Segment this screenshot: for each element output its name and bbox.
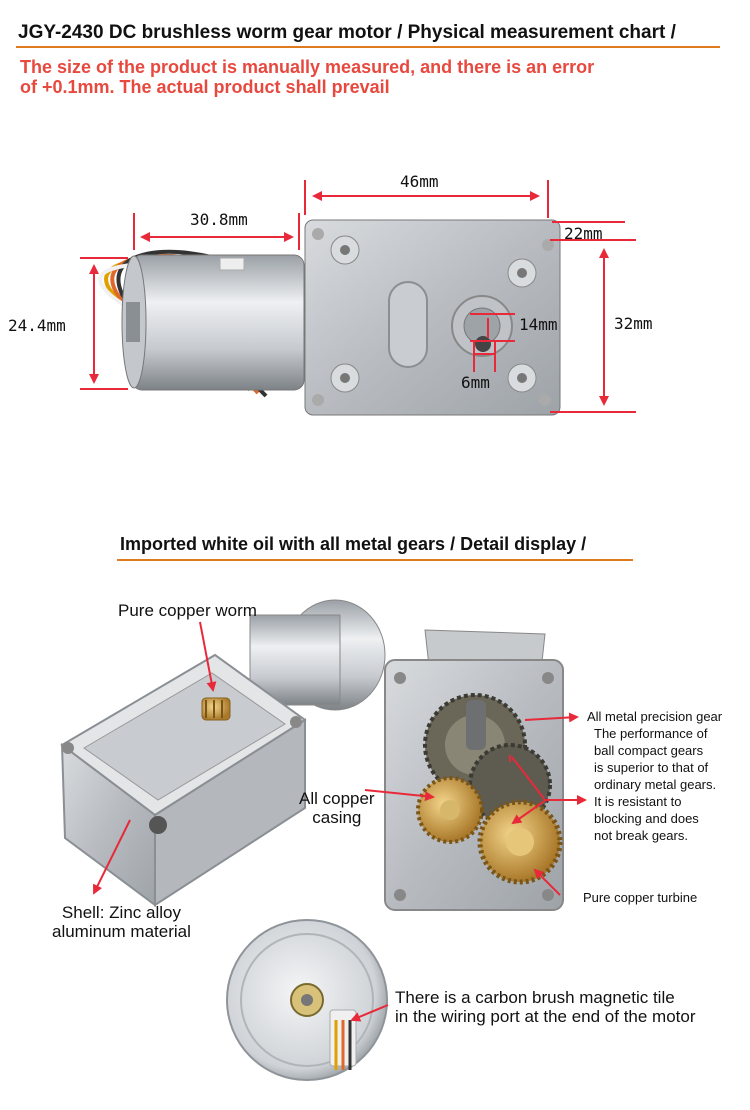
performance-line-1: The performance of [594,726,708,741]
brush-line-1: There is a carbon brush magnetic tile [395,988,675,1007]
dim-6mm-label: 6mm [461,373,490,392]
motor-side-view [98,219,561,416]
measurement-note: The size of the product is manually meas… [20,57,594,97]
brush-line-2: in the wiring port at the end of the mot… [395,1007,696,1026]
casing-line-2: casing [312,808,362,827]
shell-line-2: aluminum material [52,922,191,941]
label-performance: The performance of ball compact gears is… [594,725,716,844]
label-copper-turbine: Pure copper turbine [583,890,698,905]
shell-line-1: Shell: Zinc alloy [61,903,181,922]
title-underline [16,46,720,48]
dim-30-8mm-label: 30.8mm [190,210,248,229]
motor-end-cap [226,919,388,1081]
label-pure-copper-worm: Pure copper worm [118,601,257,620]
casing-line-1: All copper [299,789,375,808]
performance-line-7: not break gears. [594,828,688,843]
dim-14mm-label: 14mm [519,315,558,334]
performance-line-6: blocking and does [594,811,699,826]
detail-title-underline [117,559,633,561]
dim-32mm-label: 32mm [614,314,653,333]
label-copper-casing: All copper casing [299,789,375,827]
performance-line-2: ball compact gears [594,743,704,758]
note-line-2: of +0.1mm. The actual product shall prev… [20,77,390,97]
detail-section-title: Imported white oil with all metal gears … [120,534,587,554]
gear-train-view [384,629,564,911]
performance-line-5: It is resistant to [594,794,682,809]
label-precision-gear: All metal precision gear [587,709,723,724]
dim-24-4mm-label: 24.4mm [8,316,66,335]
dim-22mm-label: 22mm [564,224,603,243]
callout-arrows [93,621,587,1022]
open-gearbox-shell [60,599,386,907]
dimension-lines [80,180,636,413]
page-title: JGY-2430 DC brushless worm gear motor / … [18,22,676,43]
performance-line-3: is superior to that of [594,760,709,775]
label-shell-material: Shell: Zinc alloy aluminum material [52,903,191,941]
dim-46mm-label: 46mm [400,172,439,191]
note-line-1: The size of the product is manually meas… [20,57,595,77]
performance-line-4: ordinary metal gears. [594,777,717,792]
label-carbon-brush: There is a carbon brush magnetic tile in… [395,988,696,1026]
